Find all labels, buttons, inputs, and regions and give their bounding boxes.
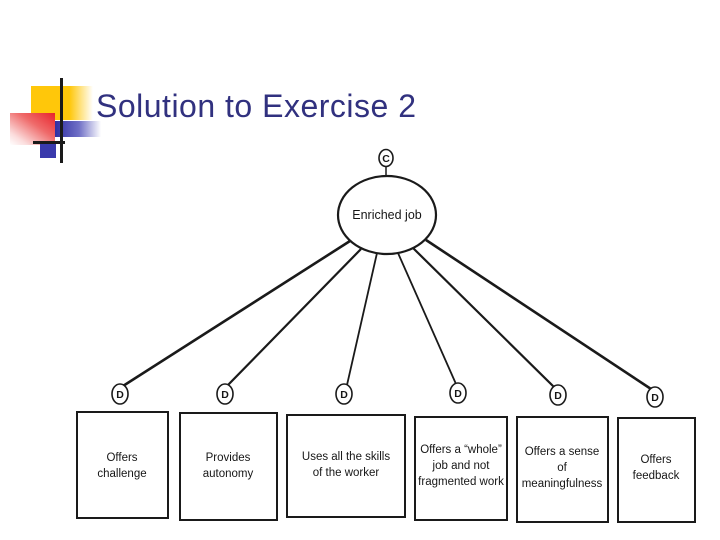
logo-red-square: [10, 113, 55, 145]
logo-vertical-line: [60, 78, 63, 163]
c-badge-circle: [378, 148, 394, 168]
enriched-job-label: Enriched job: [352, 208, 422, 222]
c-badge-label: C: [382, 153, 390, 165]
logo-blue-bar: [55, 121, 103, 137]
outcome-box-4: [414, 416, 508, 521]
d-badge-circle-4: [449, 382, 467, 404]
d-badge-label-6: D: [651, 392, 659, 404]
box-label-line: Offers a sense: [525, 446, 600, 458]
outcome-box-6: [617, 417, 696, 523]
box-label-line: challenge: [97, 468, 146, 480]
box-label-line: of: [557, 462, 567, 474]
d-badge-circle-5: [549, 384, 567, 406]
box-label-line: Offers: [640, 454, 671, 466]
d-badge-label-1: D: [116, 389, 124, 401]
d-badge-circle-2: [216, 383, 234, 405]
box-label-line: autonomy: [203, 468, 254, 480]
logo-horizontal-line: [33, 141, 65, 144]
outcome-box-2: [179, 412, 278, 521]
d-badge-label-3: D: [340, 389, 348, 401]
branch-line-3: [346, 252, 378, 386]
branch-line-5: [412, 247, 555, 388]
d-badge-label-4: D: [454, 388, 462, 400]
box-label-line: of the worker: [313, 467, 380, 479]
box-label-line: Uses all the skills: [302, 451, 390, 463]
enriched-job-ellipse: [336, 174, 438, 256]
d-badge-circle-1: [111, 383, 129, 405]
logo-blue-square: [40, 144, 56, 158]
outcome-box-5: [516, 416, 609, 523]
box-label-line: Offers: [106, 452, 137, 464]
d-badge-label-2: D: [221, 389, 229, 401]
outcome-box-3: [286, 414, 406, 518]
box-label-line: meaningfulness: [522, 478, 603, 490]
branch-line-1: [122, 239, 351, 388]
box-label-line: feedback: [633, 470, 680, 482]
d-badge-label-5: D: [554, 390, 562, 402]
box-label-line: fragmented work: [418, 476, 504, 488]
box-label-line: job and not: [432, 460, 491, 472]
box-label-line: Provides: [206, 452, 251, 464]
slide-title: Solution to Exercise 2: [96, 88, 417, 124]
box-label-line: Offers a “whole”: [420, 444, 502, 456]
branch-line-6: [425, 238, 652, 391]
branch-line-2: [227, 248, 362, 386]
outcome-box-1: [76, 411, 169, 519]
branch-line-4: [397, 252, 457, 385]
d-badge-circle-3: [335, 383, 353, 405]
d-badge-circle-6: [646, 386, 664, 408]
